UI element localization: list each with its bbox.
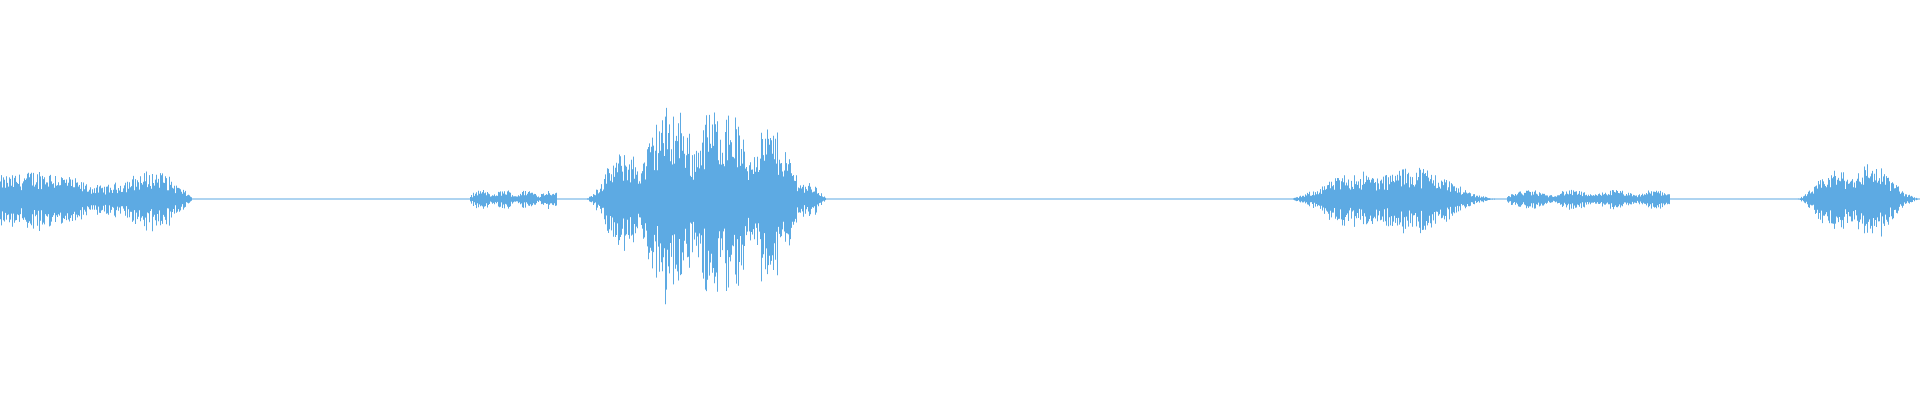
waveform-segment-2	[587, 107, 826, 305]
waveform-bars	[0, 107, 1920, 305]
waveform-segment-1	[470, 190, 557, 209]
waveform-segment-0	[0, 171, 192, 232]
waveform-segment-3	[1288, 167, 1498, 234]
waveform-segment-5	[1796, 164, 1920, 237]
waveform-segment-4	[1507, 189, 1670, 210]
